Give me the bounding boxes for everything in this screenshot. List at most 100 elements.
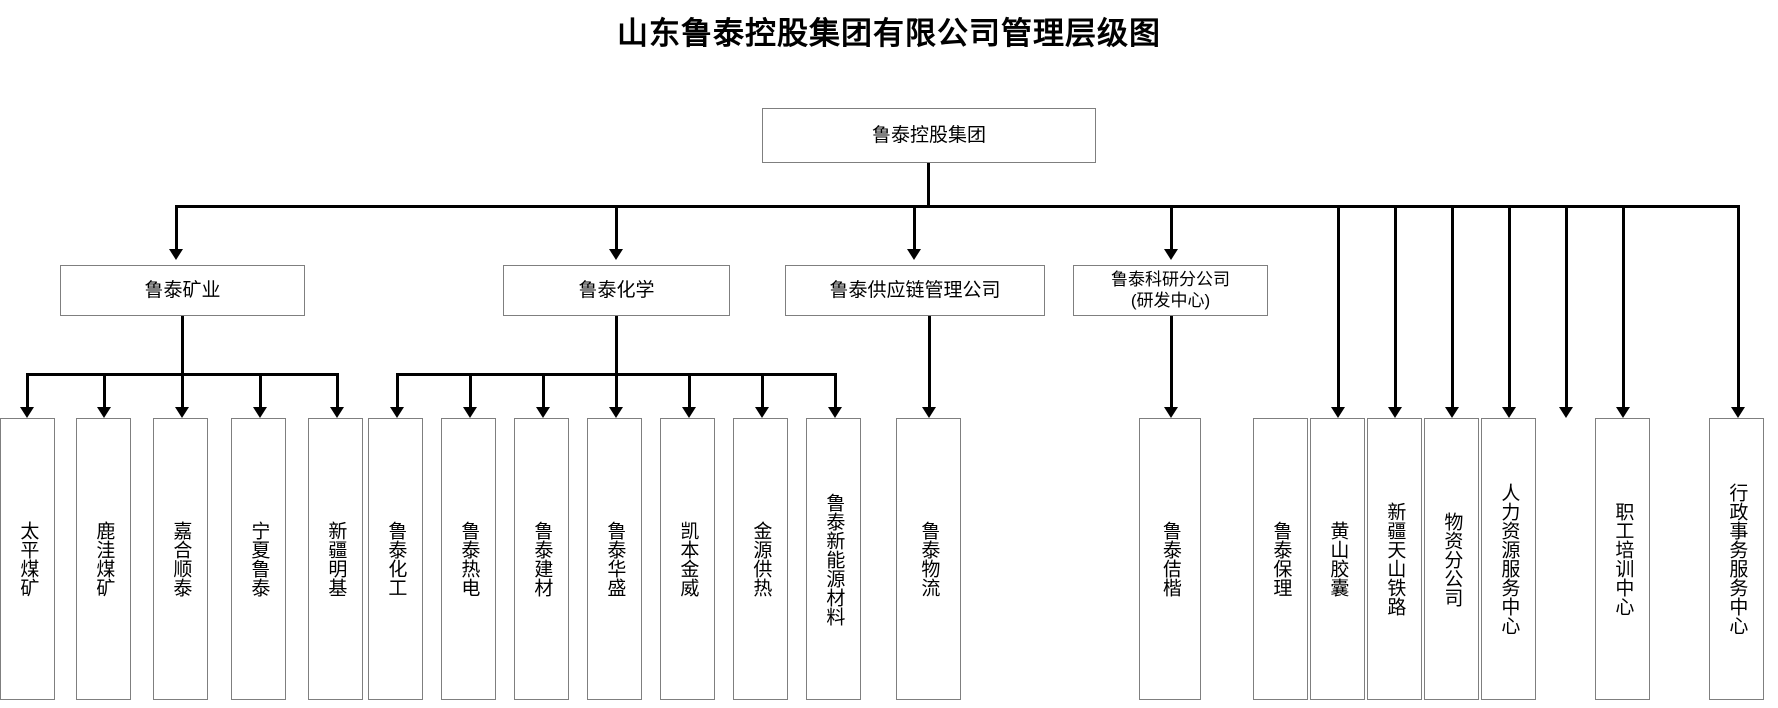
leaf-node-lutai-jikai[interactable]: 鲁泰佶楷: [1139, 418, 1201, 700]
connector-drop-chem-0: [396, 373, 399, 407]
leaf-label: 新疆天山铁路: [1384, 502, 1406, 616]
leaf-node-lutai-chemical-industry[interactable]: 鲁泰化工: [368, 418, 423, 700]
leaf-label: 鲁泰保理: [1270, 521, 1292, 597]
leaf-node-lutai-new-energy-materials[interactable]: 鲁泰新能源材料: [806, 418, 861, 700]
connector-drop-direct-4: [1565, 205, 1568, 407]
division-label-research: 鲁泰科研分公司 (研发中心): [1111, 269, 1230, 310]
leaf-node-staff-training-center[interactable]: 职工培训中心: [1595, 418, 1650, 700]
leaf-node-ningxia-lutai[interactable]: 宁夏鲁泰: [231, 418, 286, 700]
arrow-head-mining-3: [253, 407, 267, 418]
leaf-label: 行政事务服务中心: [1726, 483, 1748, 635]
leaf-node-jinyuan-heating[interactable]: 金源供热: [733, 418, 788, 700]
root-node-label: 鲁泰控股集团: [871, 124, 986, 146]
division-label-supplychain: 鲁泰供应链管理公司: [829, 279, 1001, 301]
connector-drop-chem-4: [688, 373, 691, 407]
arrow-head-chemical: [609, 249, 623, 260]
connector-drop-chem-5: [761, 373, 764, 407]
connector-main-bus: [175, 205, 1737, 208]
leaf-node-hr-service-center[interactable]: 人力资源服务中心: [1481, 418, 1536, 700]
arrow-head-supplychain: [907, 249, 921, 260]
arrow-head-mining: [169, 249, 183, 260]
arrow-head-direct-4: [1559, 407, 1573, 418]
leaf-node-lutai-huasheng[interactable]: 鲁泰华盛: [587, 418, 642, 700]
leaf-node-lutai-building-materials[interactable]: 鲁泰建材: [514, 418, 569, 700]
arrow-head-research: [1164, 249, 1178, 260]
leaf-node-xinjiang-tianshan-railway[interactable]: 新疆天山铁路: [1367, 418, 1422, 700]
connector-drop-direct-7: [1737, 205, 1740, 407]
connector-chemical-stem: [615, 316, 618, 375]
leaf-label: 鲁泰物流: [918, 521, 940, 597]
leaf-node-huangshan-capsule[interactable]: 黄山胶囊: [1310, 418, 1365, 700]
leaf-node-kaiben-jinwei[interactable]: 凯本金威: [660, 418, 715, 700]
division-node-supplychain[interactable]: 鲁泰供应链管理公司: [785, 265, 1045, 316]
connector-drop-direct-5: [1622, 205, 1625, 407]
connector-drop-chem-2: [542, 373, 545, 407]
leaf-label: 职工培训中心: [1612, 502, 1634, 616]
arrow-head-mining-0: [20, 407, 34, 418]
leaf-node-taiping-coal-mine[interactable]: 太平煤矿: [0, 418, 55, 700]
connector-drop-direct-0: [1337, 205, 1340, 407]
arrow-head-direct-3: [1502, 407, 1516, 418]
connector-drop-direct-3: [1508, 205, 1511, 407]
connector-supplychain-stem: [928, 316, 931, 407]
connector-drop-direct-2: [1451, 205, 1454, 407]
connector-drop-chemical: [615, 205, 618, 249]
leaf-node-lutai-factoring[interactable]: 鲁泰保理: [1253, 418, 1308, 700]
leaf-label: 鲁泰热电: [458, 521, 480, 597]
division-node-chemical[interactable]: 鲁泰化学: [503, 265, 730, 316]
connector-drop-chem-6: [834, 373, 837, 407]
root-node-lutai-holding-group[interactable]: 鲁泰控股集团: [762, 108, 1096, 163]
leaf-node-admin-affairs-service-center[interactable]: 行政事务服务中心: [1709, 418, 1764, 700]
leaf-label: 鲁泰佶楷: [1159, 521, 1181, 597]
arrow-head-direct-5: [1616, 407, 1630, 418]
connector-drop-chem-3: [615, 373, 618, 407]
leaf-label: 鲁泰新能源材料: [823, 492, 845, 626]
leaf-label: 鲁泰建材: [531, 521, 553, 597]
leaf-node-lutai-thermal-power[interactable]: 鲁泰热电: [441, 418, 496, 700]
connector-drop-mining-4: [336, 373, 339, 407]
leaf-label: 太平煤矿: [17, 521, 39, 597]
connector-drop-mining-3: [259, 373, 262, 407]
arrow-head-chem-1: [463, 407, 477, 418]
division-node-research[interactable]: 鲁泰科研分公司 (研发中心): [1073, 265, 1268, 316]
arrow-head-direct-2: [1445, 407, 1459, 418]
leaf-label: 人力资源服务中心: [1498, 483, 1520, 635]
connector-drop-direct-1: [1394, 205, 1397, 407]
leaf-node-luwa-coal-mine[interactable]: 鹿洼煤矿: [76, 418, 131, 700]
leaf-label: 新疆明基: [325, 521, 347, 597]
connector-chemical-bus: [396, 373, 790, 376]
leaf-label: 鹿洼煤矿: [93, 521, 115, 597]
connector-drop-research: [1170, 205, 1173, 249]
leaf-node-lutai-logistics[interactable]: 鲁泰物流: [896, 418, 961, 700]
arrow-head-direct-0: [1331, 407, 1345, 418]
connector-drop-supplychain: [913, 205, 916, 249]
leaf-label: 宁夏鲁泰: [248, 521, 270, 597]
arrow-head-chem-0: [390, 407, 404, 418]
leaf-node-jiaheshuntai[interactable]: 嘉合顺泰: [153, 418, 208, 700]
arrow-head-chem-5: [755, 407, 769, 418]
division-label-chemical: 鲁泰化学: [578, 279, 655, 301]
connector-drop-mining-2: [181, 373, 184, 407]
connector-drop-chem-1: [469, 373, 472, 407]
arrow-head-direct-1: [1388, 407, 1402, 418]
leaf-label: 鲁泰华盛: [604, 521, 626, 597]
connector-research-stem: [1170, 316, 1173, 407]
arrow-head-chem-4: [682, 407, 696, 418]
connector-drop-mining: [175, 205, 178, 249]
division-node-mining[interactable]: 鲁泰矿业: [60, 265, 305, 316]
connector-drop-mining-1: [103, 373, 106, 407]
arrow-head-direct-7: [1731, 407, 1745, 418]
arrow-head-chem-6: [828, 407, 842, 418]
arrow-head-mining-4: [330, 407, 344, 418]
leaf-label: 黄山胶囊: [1327, 521, 1349, 597]
arrow-head-research-0: [1164, 407, 1178, 418]
arrow-head-supplychain-0: [922, 407, 936, 418]
leaf-node-xinjiang-mingji[interactable]: 新疆明基: [308, 418, 363, 700]
arrow-head-mining-2: [175, 407, 189, 418]
arrow-head-chem-2: [536, 407, 550, 418]
connector-chemical-bus-ext: [786, 373, 837, 376]
connector-mining-stem: [181, 316, 184, 375]
leaf-label: 物资分公司: [1441, 511, 1463, 607]
leaf-node-materials-branch[interactable]: 物资分公司: [1424, 418, 1479, 700]
